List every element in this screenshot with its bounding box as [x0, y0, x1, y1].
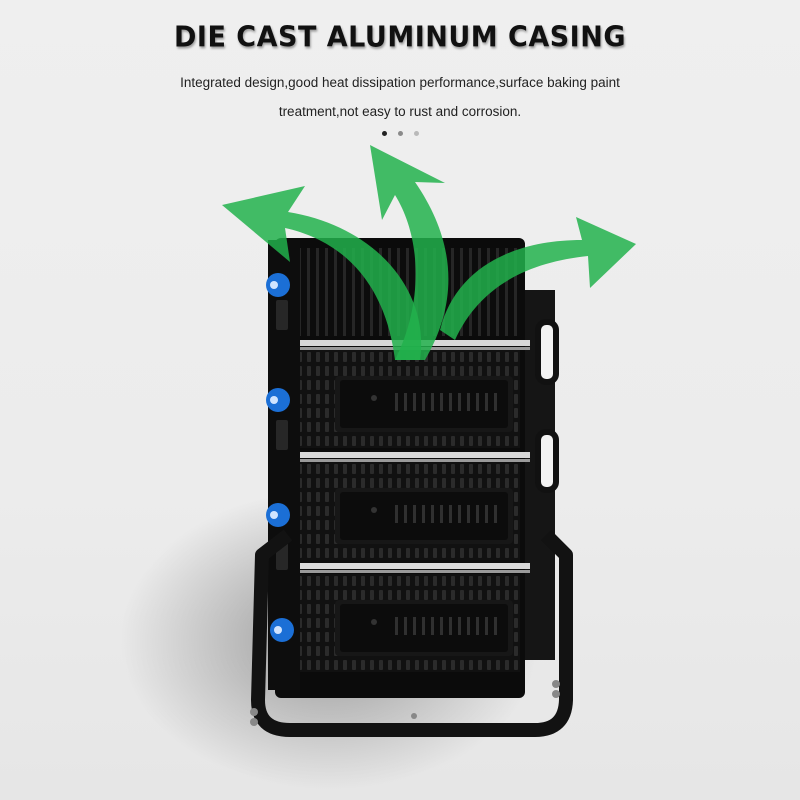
- carousel-dot-2[interactable]: [397, 131, 403, 136]
- screw-icon: [266, 273, 290, 297]
- carousel-dot-1[interactable]: [381, 131, 387, 136]
- carousel-dot-3[interactable]: [413, 131, 419, 136]
- page-title: DIE CAST ALUMINUM CASING: [173, 21, 626, 54]
- driver-module-3: [300, 574, 520, 672]
- mounting-bracket: [251, 529, 573, 737]
- housing-body: [268, 238, 559, 698]
- driver-module-1: [300, 350, 520, 448]
- feature-description: Integrated design,good heat dissipation …: [180, 75, 620, 119]
- driver-module-2: [300, 462, 520, 560]
- arrow-up-icon: [370, 145, 449, 360]
- arrow-right-icon: [440, 217, 636, 340]
- screw-icon: [266, 388, 290, 412]
- screw-icon: [270, 618, 294, 642]
- arrow-left-icon: [222, 186, 422, 360]
- heat-flow-arrow-icons: [222, 145, 636, 360]
- blue-screw-icons: [266, 273, 294, 642]
- carousel-indicators: [0, 131, 800, 136]
- screw-icon: [266, 503, 290, 527]
